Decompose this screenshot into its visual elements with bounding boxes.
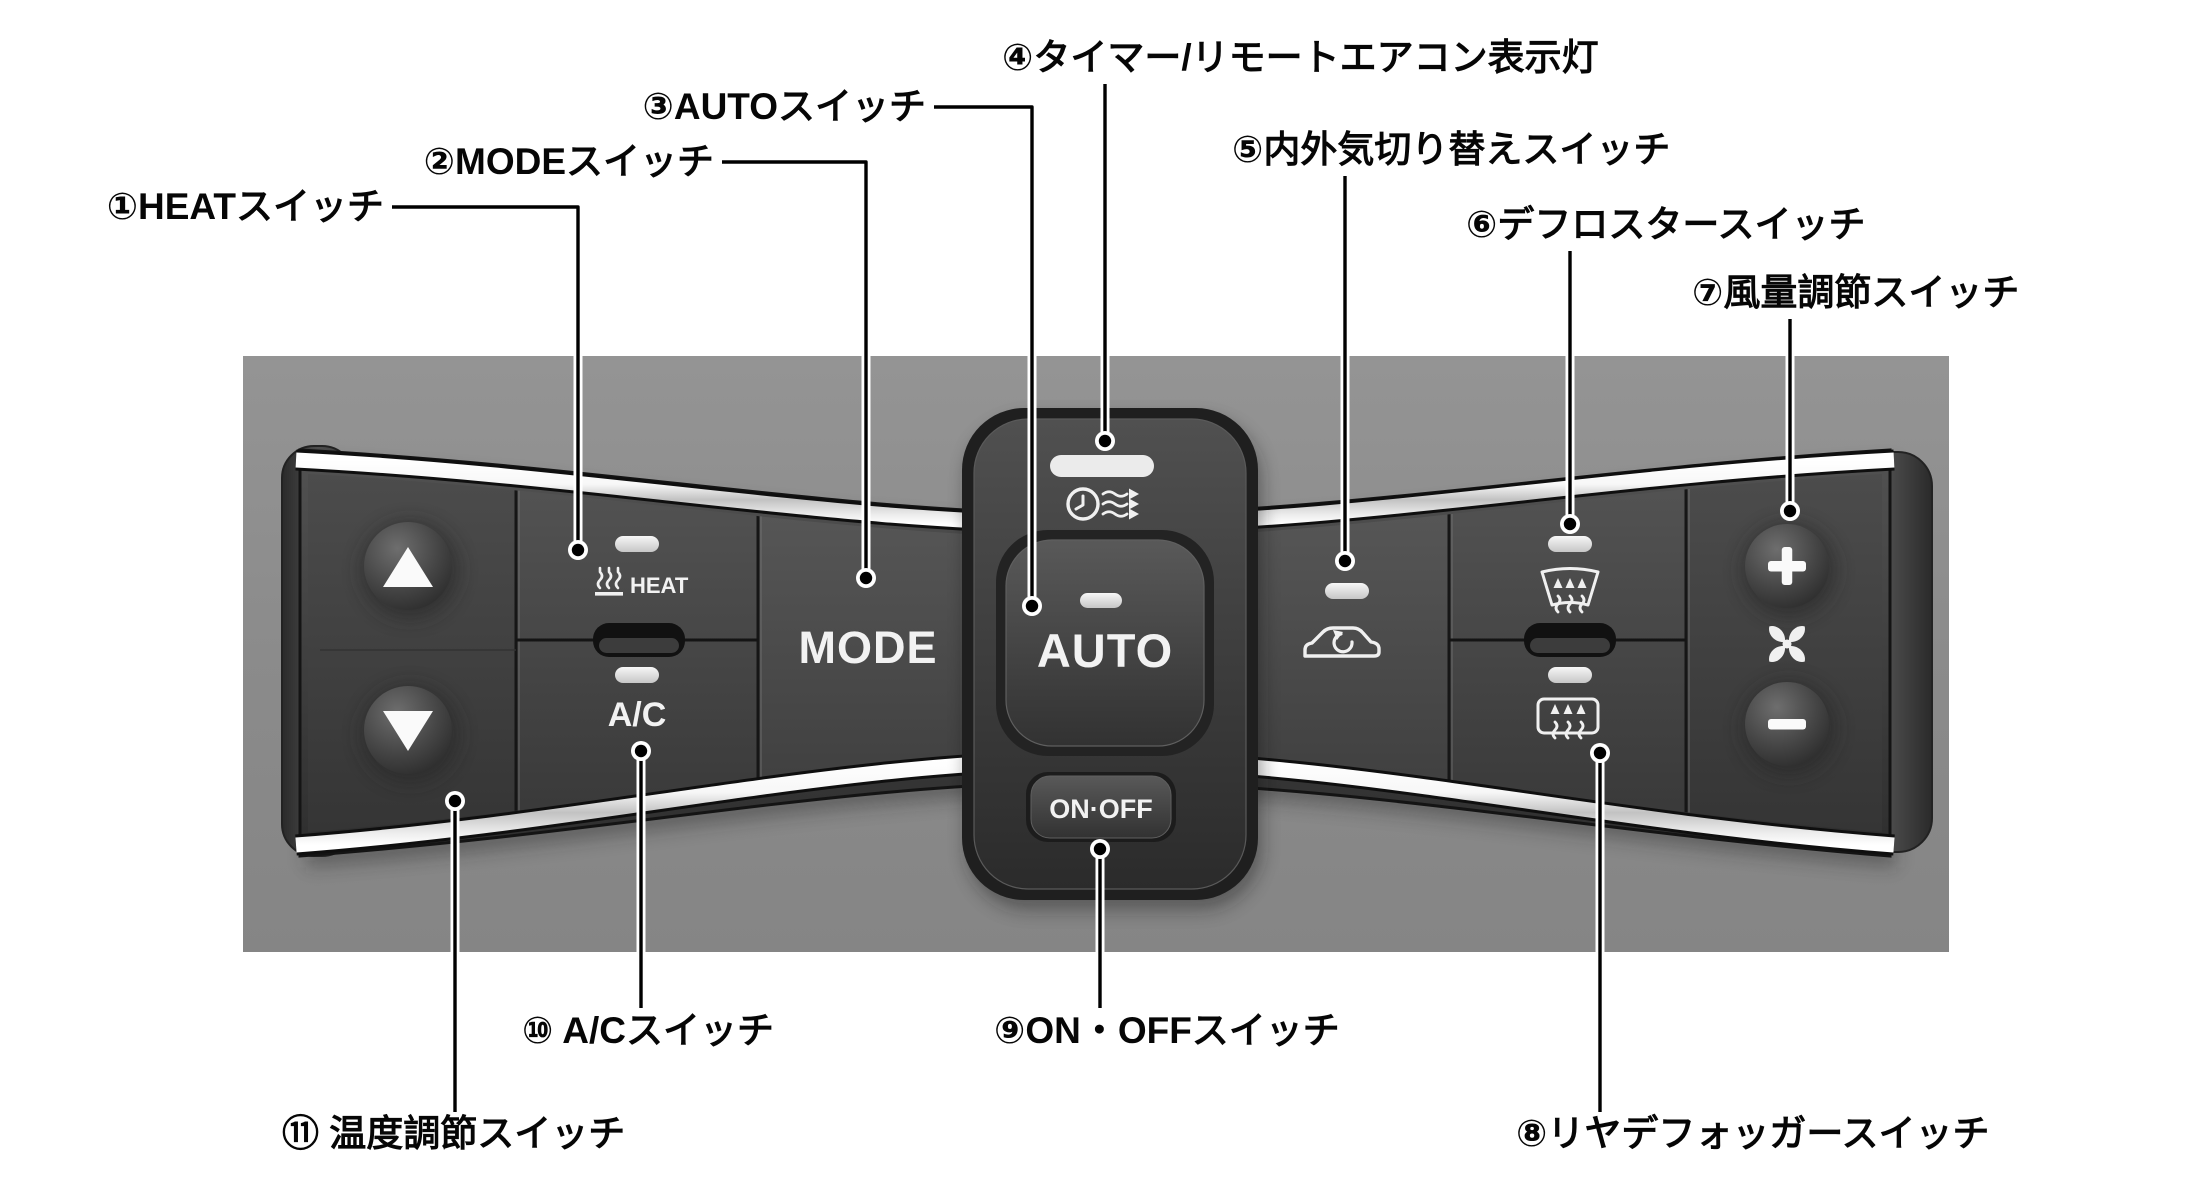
heat-ac-notch-lip bbox=[599, 638, 679, 653]
car-recirculation-icon bbox=[1303, 626, 1381, 658]
callout-8-label: ⑧リヤデフォッガースイッチ bbox=[1516, 1112, 1989, 1154]
callout-leaders bbox=[392, 84, 1800, 1112]
rear-defogger-button[interactable] bbox=[1536, 667, 1600, 740]
mode-button[interactable]: MODE bbox=[799, 622, 938, 673]
defroster-indicator bbox=[1548, 536, 1592, 552]
callout-10-label: ⑩ A/Cスイッチ bbox=[522, 1010, 774, 1051]
recirculation-indicator bbox=[1325, 583, 1369, 599]
recirculation-button[interactable] bbox=[1303, 583, 1381, 658]
callout-6-label: ⑥デフロスタースイッチ bbox=[1466, 203, 1865, 245]
callout-2-label: ②MODEスイッチ bbox=[424, 141, 714, 182]
ac-button[interactable]: A/C bbox=[608, 667, 667, 734]
ac-indicator bbox=[615, 667, 659, 683]
temp-down-button[interactable] bbox=[361, 685, 459, 783]
auto-button[interactable]: AUTO bbox=[996, 530, 1214, 756]
onoff-button[interactable]: ON·OFF bbox=[1026, 772, 1176, 842]
minus-icon bbox=[1768, 719, 1806, 730]
callout-5-label: ⑤内外気切り替えスイッチ bbox=[1232, 129, 1670, 170]
rear-window-defrost-icon bbox=[1536, 697, 1600, 740]
callout-9-label: ⑨ON・OFFスイッチ bbox=[994, 1010, 1340, 1051]
center-pod: AUTO ON·OFF bbox=[962, 408, 1258, 900]
timer-remote-indicator bbox=[1050, 455, 1154, 477]
auto-face[interactable] bbox=[1005, 539, 1205, 747]
fan-minus-button[interactable] bbox=[1742, 681, 1836, 775]
onoff-label: ON·OFF bbox=[1049, 794, 1152, 824]
fan-icon bbox=[1769, 626, 1805, 662]
defroster-button[interactable] bbox=[1540, 536, 1600, 614]
callout-dots bbox=[445, 431, 1800, 859]
callout-11-label: ⑪ 温度調節スイッチ bbox=[282, 1113, 625, 1154]
auto-label: AUTO bbox=[1037, 624, 1173, 677]
callout-1-label: ①HEATスイッチ bbox=[107, 186, 384, 227]
down-triangle-icon bbox=[383, 711, 433, 751]
temp-up-button[interactable] bbox=[361, 521, 459, 619]
callout-3-label: ③AUTOスイッチ bbox=[643, 86, 926, 127]
heat-button[interactable]: HEAT bbox=[595, 536, 689, 598]
plus-icon bbox=[1768, 547, 1806, 585]
callout-7-label: ⑦風量調節スイッチ bbox=[1692, 272, 2019, 313]
defrost-notch-lip bbox=[1530, 638, 1610, 653]
up-triangle-icon bbox=[383, 547, 433, 587]
heat-indicator bbox=[615, 536, 659, 552]
rear-defogger-indicator bbox=[1548, 667, 1592, 683]
timer-remote-aircon-icon bbox=[1066, 487, 1139, 521]
mode-label: MODE bbox=[799, 622, 938, 673]
heat-icon bbox=[595, 566, 623, 596]
ac-label: A/C bbox=[608, 696, 667, 734]
windshield-defrost-icon bbox=[1540, 567, 1600, 614]
panel-sections bbox=[308, 474, 1882, 832]
auto-indicator bbox=[1080, 593, 1122, 608]
onoff-face[interactable] bbox=[1030, 775, 1172, 839]
callout-labels: ①HEATスイッチ ②MODEスイッチ ③AUTOスイッチ ④タイマー/リモート… bbox=[107, 37, 2020, 1154]
fan-plus-button[interactable] bbox=[1742, 523, 1836, 617]
callout-4-label: ④タイマー/リモートエアコン表示灯 bbox=[1002, 37, 1599, 78]
heat-label: HEAT bbox=[630, 573, 689, 598]
